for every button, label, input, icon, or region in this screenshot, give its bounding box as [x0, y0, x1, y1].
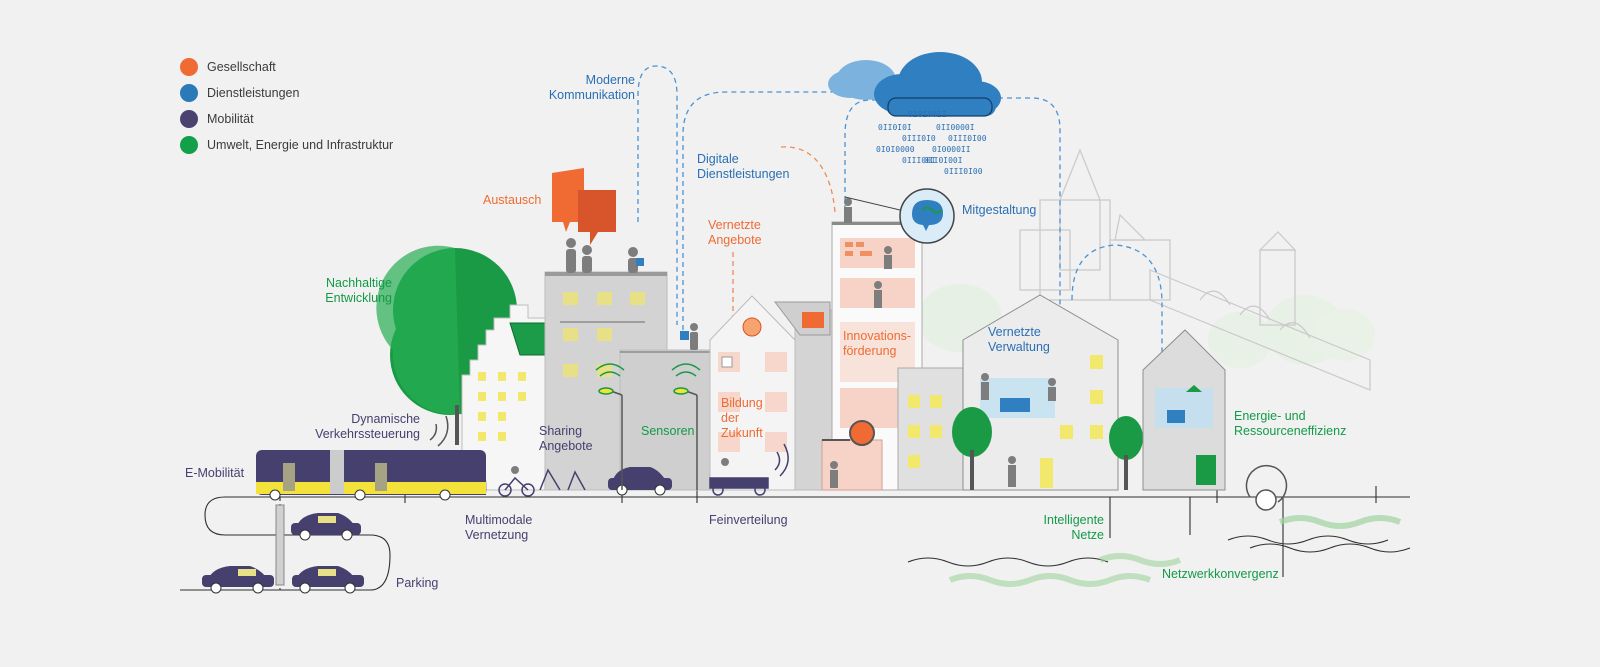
background-castle [1019, 148, 1371, 391]
administration-building [897, 294, 1119, 491]
legend: Gesellschaft Dienstleistungen Mobilität … [180, 54, 393, 158]
binary-code-line: 0I0I00II [908, 110, 947, 119]
binary-code-line: 0II0I00I [924, 156, 963, 165]
legend-item: Mobilität [180, 106, 393, 132]
legend-dot-icon [180, 110, 198, 128]
binary-code-line: 0III0I00 [948, 134, 987, 143]
legend-item: Gesellschaft [180, 54, 393, 80]
street-lights [598, 387, 698, 490]
wifi-signals [429, 363, 789, 477]
label-innovationsfoerderung: Innovations-förderung [843, 329, 912, 358]
gray-tower [544, 271, 716, 491]
connection-lines-blue [637, 65, 1163, 455]
legend-label: Umwelt, Energie und Infrastruktur [207, 138, 394, 152]
binary-code-line: 0II0I0I [878, 123, 912, 132]
binary-code-line: 0II0000I [936, 123, 975, 132]
binary-code-line: 0III0I00 [944, 167, 983, 176]
cars [202, 467, 672, 594]
legend-label: Dienstleistungen [207, 86, 300, 100]
label-mitgestaltung: Mitgestaltung [962, 203, 1037, 217]
label-netzwerkkonvergenz: Netzwerkkonvergenz [1162, 567, 1279, 581]
small-trees [952, 407, 1143, 490]
waves [907, 515, 1411, 587]
label-parking: Parking [396, 576, 439, 590]
water-pipe [1245, 464, 1288, 511]
legend-dot-icon [180, 58, 198, 76]
mitgestaltung-brain [844, 188, 955, 244]
speech-bubbles [552, 168, 616, 245]
people-group [566, 238, 698, 350]
binary-code-line: 0III00I [902, 156, 936, 165]
legend-dot-icon [180, 84, 198, 102]
legend-dot-icon [180, 136, 198, 154]
legend-item: Umwelt, Energie und Infrastruktur [180, 132, 393, 158]
legend-item: Dienstleistungen [180, 80, 393, 106]
label-e-mobilitaet: E-Mobilität [185, 466, 245, 480]
binary-code-line: 0I0I0000 [876, 145, 915, 154]
cloud [828, 52, 1001, 117]
bikes [498, 458, 769, 497]
background-hills [918, 284, 1375, 368]
tram [256, 450, 487, 501]
legend-label: Mobilität [207, 112, 254, 126]
legend-label: Gesellschaft [207, 60, 276, 74]
binary-code-line: 0III0I0 [902, 134, 936, 143]
energy-house [1142, 329, 1226, 491]
label-feinverteilung: Feinverteilung [709, 513, 788, 527]
innovation-building [821, 198, 923, 491]
binary-code-line: 0I0000II [932, 145, 971, 154]
label-austausch: Austausch [483, 193, 542, 207]
label-sensoren: Sensoren [641, 424, 695, 438]
